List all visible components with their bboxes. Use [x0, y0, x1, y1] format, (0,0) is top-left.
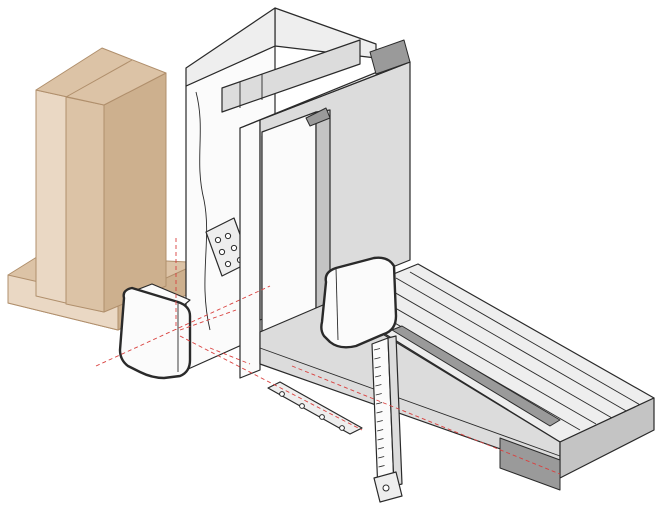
track-rail — [379, 283, 613, 419]
support-post-tick — [376, 411, 383, 414]
guide-line — [179, 335, 363, 431]
frame-top-profile — [369, 39, 411, 75]
fixing-hole — [339, 425, 345, 431]
support-post-side — [387, 335, 403, 487]
support-post-tick — [376, 420, 383, 423]
fixing-hole — [299, 403, 305, 409]
bracket-hole — [214, 236, 222, 244]
support-post-tick — [377, 438, 384, 441]
wall-panel-back — [185, 7, 276, 87]
sash-face — [261, 111, 317, 339]
frame-column-face — [239, 119, 261, 379]
support-post-tick — [374, 366, 381, 369]
alignment-guides — [95, 238, 561, 475]
foam-block-right-edge — [335, 267, 339, 341]
support-post-tick — [375, 402, 383, 405]
sash-top-cap — [305, 107, 331, 127]
foam-block-left — [118, 286, 192, 380]
support-post-tick — [377, 447, 384, 450]
support-post-tick — [374, 375, 382, 378]
support-post-tick — [375, 393, 382, 396]
fixing-hole — [319, 414, 325, 420]
support-post-tick — [377, 429, 384, 432]
guide-line — [95, 285, 271, 367]
sliding-panel-icon — [261, 107, 331, 339]
guide-line — [209, 347, 251, 365]
foam-block-icon — [118, 256, 398, 380]
wood-seam-top — [65, 59, 133, 98]
support-post-icon — [371, 335, 403, 503]
bracket-hole — [224, 232, 232, 240]
track-end-detail — [499, 437, 561, 491]
fixing-strip — [267, 381, 363, 435]
guide-line — [291, 365, 561, 475]
mounting-bracket-icon — [205, 217, 251, 277]
guide-line — [179, 309, 237, 331]
support-post-tick — [375, 384, 382, 387]
bracket-hole — [218, 248, 226, 256]
fixing-hole — [279, 391, 285, 397]
track-rail — [409, 271, 643, 407]
track-rail — [363, 289, 597, 425]
foam-block-right — [320, 256, 398, 349]
wall-panel-top-edge — [274, 7, 377, 59]
wood-column-side — [103, 72, 167, 313]
track-rail — [395, 277, 629, 413]
bracket-hole — [224, 260, 232, 268]
track-groove-dark — [391, 325, 561, 427]
bracket-hole — [230, 244, 238, 252]
support-post-tick — [373, 348, 381, 351]
wood-column-inner — [65, 96, 105, 313]
wall-panel-cut-edge — [195, 91, 211, 331]
support-post-tick — [374, 357, 381, 360]
track-front-line — [259, 347, 561, 457]
support-post-tick — [378, 465, 385, 468]
support-post-tick — [378, 456, 385, 459]
wall-panel-recess — [221, 39, 361, 113]
support-post-ticks — [373, 348, 385, 468]
wood-column-top — [35, 47, 167, 106]
support-post-hole — [382, 484, 390, 492]
